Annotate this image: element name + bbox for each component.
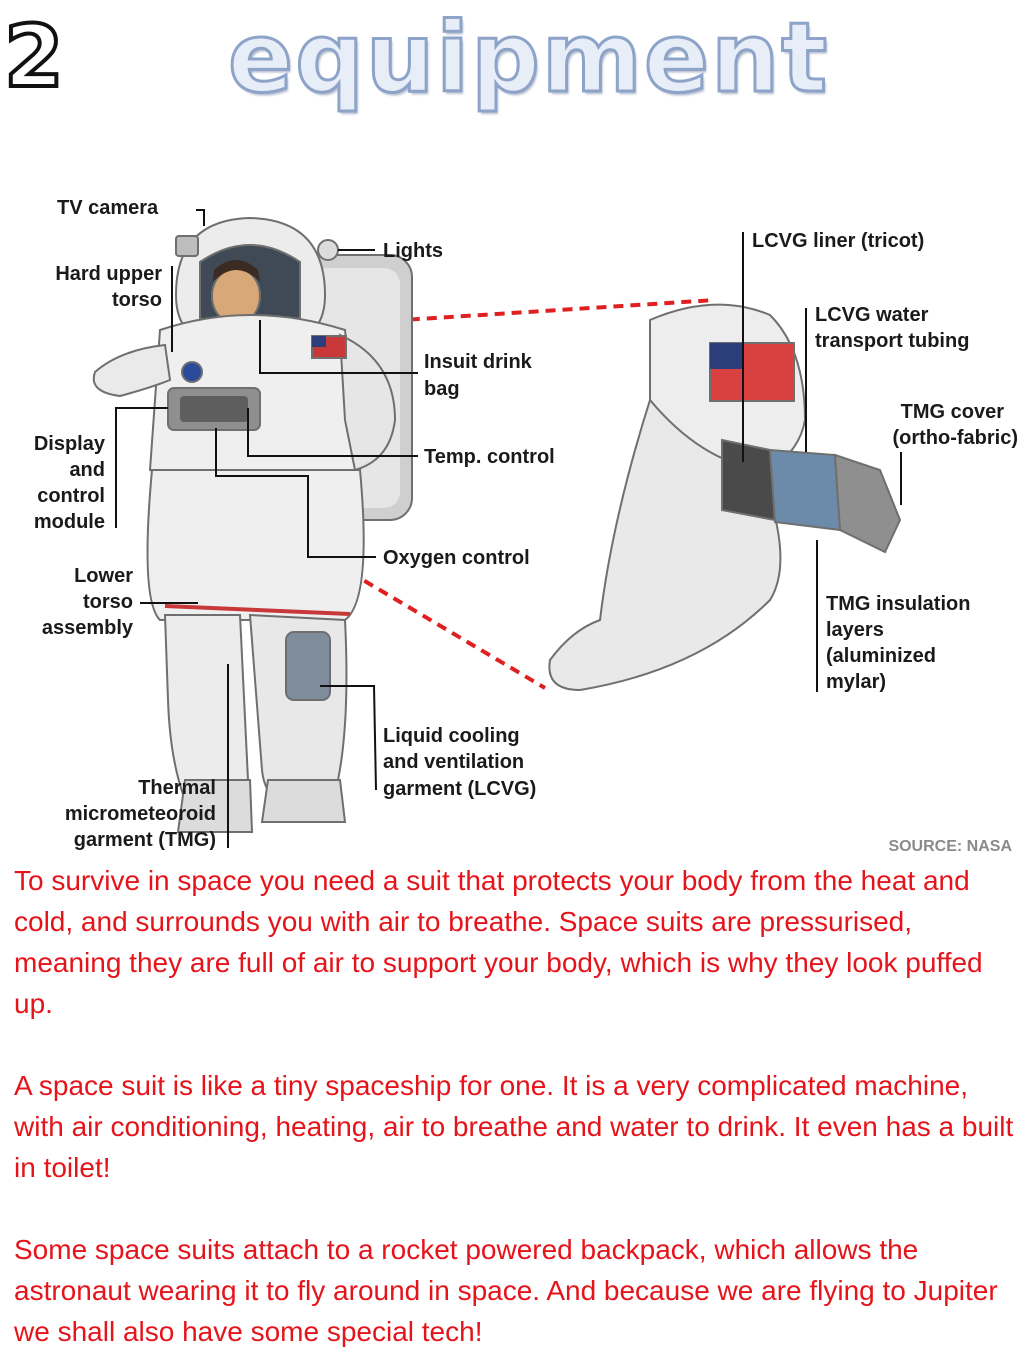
lower-torso <box>146 469 365 621</box>
callout-tv-camera <box>196 209 205 226</box>
label-display-module-1: Display <box>34 433 106 455</box>
label-tv-camera: TV camera <box>57 197 159 219</box>
label-lcvg-tubing-2: transport tubing <box>815 330 969 352</box>
tmg-cover-layer <box>833 453 902 554</box>
helmet-light <box>317 239 339 261</box>
label-hard-upper-torso-2: torso <box>112 289 162 311</box>
label-lower-torso-2: torso <box>83 591 133 613</box>
label-lcvg-garment-1: Liquid cooling <box>383 725 520 747</box>
label-lcvg-garment-2: and ventilation <box>383 751 524 773</box>
label-hard-upper-torso-1: Hard upper <box>55 263 162 285</box>
left-arm <box>338 333 397 472</box>
label-lower-torso-3: assembly <box>42 617 134 639</box>
label-tmg-insulation-4: mylar) <box>826 671 886 693</box>
label-display-module-4: module <box>34 511 105 533</box>
page-title: equipment <box>226 2 830 114</box>
right-arm <box>92 343 172 398</box>
label-lower-torso-1: Lower <box>74 565 133 587</box>
page-number: 2 <box>2 7 66 107</box>
label-lights: Lights <box>383 240 443 262</box>
label-tmg-cover-2: (ortho-fabric) <box>892 427 1018 449</box>
label-temp-control: Temp. control <box>424 446 555 468</box>
lcvg-tubing-layer <box>768 448 842 532</box>
red-dashed-connector-top <box>324 298 716 327</box>
lcvg-cutaway <box>285 631 331 701</box>
label-tmg-insulation-1: TMG insulation <box>826 593 970 615</box>
label-tmg-garment-3: garment (TMG) <box>74 829 216 851</box>
lcvg-liner-layer <box>721 438 777 522</box>
paragraph-tiny-spaceship: A space suit is like a tiny spaceship fo… <box>14 1070 1014 1183</box>
label-lcvg-garment-3: garment (LCVG) <box>383 778 536 800</box>
callout-lcvg-garment <box>320 685 377 791</box>
label-lcvg-liner: LCVG liner (tricot) <box>752 230 924 252</box>
label-insuit-drink-bag-1: Insuit drink <box>424 351 533 373</box>
label-display-module-3: control <box>37 485 105 507</box>
callout-temp-control <box>247 408 418 457</box>
callout-insuit-drink-bag <box>259 320 418 374</box>
label-tmg-insulation-3: (aluminized <box>826 645 936 667</box>
callout-oxygen-control <box>215 428 376 558</box>
nasa-patch <box>181 361 203 383</box>
source-credit: SOURCE: NASA <box>888 838 1012 855</box>
paragraph-rocket-backpack: Some space suits attach to a rocket powe… <box>14 1234 998 1347</box>
tv-camera-mount <box>175 235 199 257</box>
label-oxygen-control: Oxygen control <box>383 547 530 569</box>
label-tmg-cover-1: TMG cover <box>901 401 1005 423</box>
label-insuit-drink-bag-2: bag <box>424 378 460 400</box>
label-tmg-insulation-2: layers <box>826 619 884 641</box>
label-tmg-garment-1: Thermal <box>138 777 216 799</box>
left-boot <box>260 779 347 823</box>
arm-cutaway-illustration <box>548 303 902 692</box>
label-tmg-garment-2: micrometeoroid <box>65 803 216 825</box>
callout-display-module <box>115 407 168 528</box>
label-display-module-2: and <box>69 459 105 481</box>
paragraph-survive: To survive in space you need a suit that… <box>14 865 983 1019</box>
label-lcvg-tubing-1: LCVG water <box>815 304 929 326</box>
body-text: To survive in space you need a suit that… <box>14 860 1014 1352</box>
spacesuit-diagram: TV camera Lights Hard upper torso Insuit… <box>34 197 1018 855</box>
